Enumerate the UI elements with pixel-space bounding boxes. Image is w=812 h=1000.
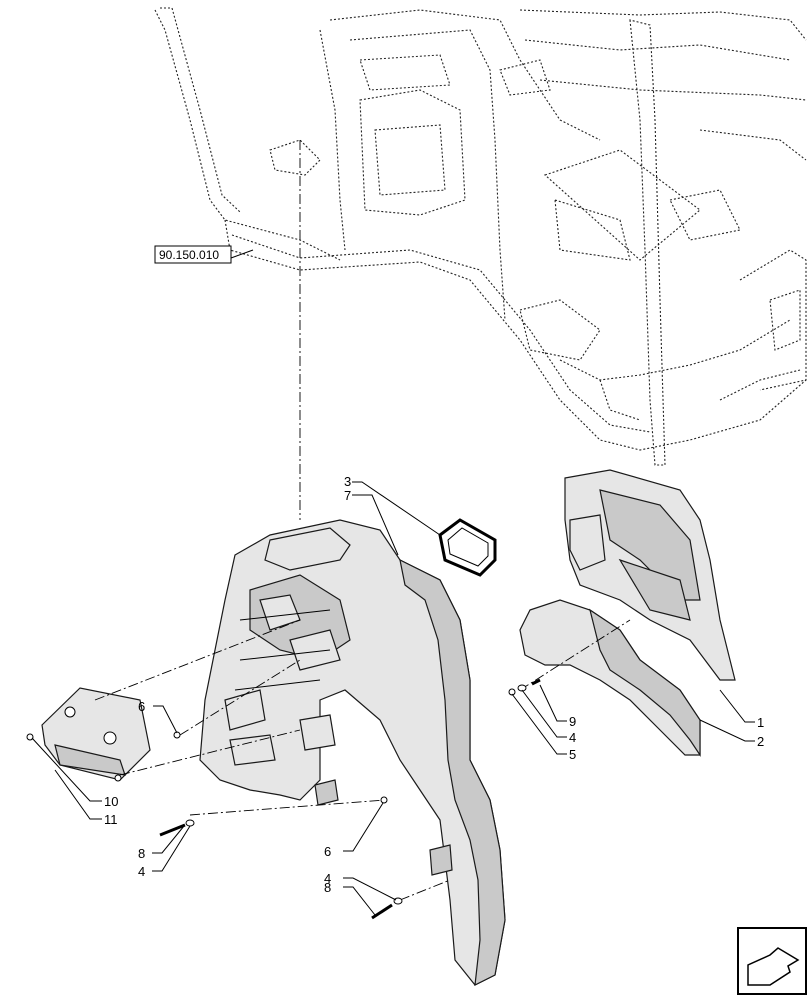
callout-4-center: 4	[324, 871, 331, 886]
main-side-panel	[199, 519, 506, 987]
callout-6-left: 6	[138, 699, 145, 714]
callout-11: 11	[104, 812, 118, 827]
reference-code-box[interactable]: 90.150.010	[154, 245, 254, 264]
callout-3: 3	[344, 474, 351, 489]
callout-1: 1	[757, 715, 764, 730]
callout-2: 2	[757, 734, 764, 749]
cab-frame	[154, 7, 807, 466]
callout-4-right: 4	[569, 730, 576, 745]
callout-10: 10	[104, 794, 118, 809]
callout-labels: 3 7 6 6 8 4 4 8 10 11 1 2 9 4 5	[104, 474, 764, 895]
callout-leaders	[31, 481, 755, 916]
next-page-arrow-icon[interactable]	[737, 927, 807, 995]
callout-6-center: 6	[324, 844, 331, 859]
left-bracket-part	[41, 687, 151, 781]
callout-4-left: 4	[138, 864, 145, 879]
callout-7: 7	[344, 488, 351, 503]
callout-5: 5	[569, 747, 576, 762]
reference-code: 90.150.010	[159, 248, 219, 262]
fasteners	[26, 678, 541, 920]
assembly-lines	[94, 619, 631, 901]
callout-9: 9	[569, 714, 576, 729]
callout-8-center: 8	[324, 880, 331, 895]
duct-housing-part	[564, 469, 736, 681]
seal-part	[438, 518, 497, 577]
callout-8-left: 8	[138, 846, 145, 861]
lower-trim-part	[519, 599, 701, 757]
